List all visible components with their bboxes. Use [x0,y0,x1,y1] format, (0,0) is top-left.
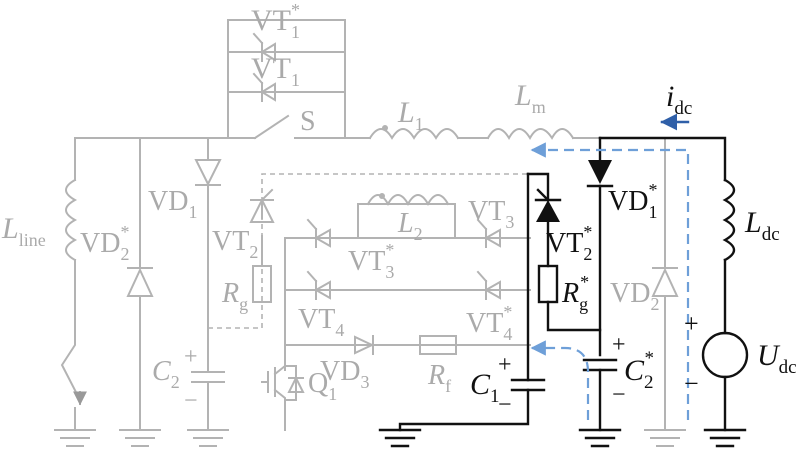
label-l1: L1 [397,96,424,134]
label-c2-star-minus: − [612,382,626,408]
current-paths [530,113,690,420]
label-vd2-star: VD2* [80,222,129,264]
label-vd2: VD2 [610,278,659,314]
label-c2-plus: + [184,344,198,370]
label-udc-minus: − [684,369,699,398]
label-ldc: Ldc [744,206,780,245]
label-idc: idc [666,80,692,119]
label-vd1-star: VD1* [608,180,657,222]
inactive-labels: VT1* VT1 S L1 Lm Lline VD2* VD1 VT2 Rg C… [1,0,659,414]
active-labels: idc VD1* VT2* Rg* Ldc Udc + − C1 + − C2*… [470,80,797,418]
label-vt4-star: VT4* [466,302,512,344]
label-udc-plus: + [684,309,699,338]
label-switch: S [300,106,316,137]
label-c1: C1 [470,368,500,407]
label-c1-plus: + [498,352,512,378]
label-udc: Udc [757,339,797,378]
label-vt4: VT4 [298,304,344,340]
label-c2-minus: − [184,388,198,414]
label-c2-star: C2* [624,348,654,393]
label-rg-star: Rg* [561,272,589,314]
label-vt2: VT2 [212,226,258,262]
label-vt2-star: VT2* [546,222,592,264]
label-lline: Lline [1,212,46,250]
label-vd3: VD3 [320,356,369,392]
label-rf: Rf [427,360,451,396]
label-l2: L2 [397,208,423,244]
label-vt3-star: VT3* [348,240,394,282]
label-lm: Lm [514,79,546,117]
label-vd1: VD1 [148,186,197,222]
label-q1: Q1 [308,368,337,404]
label-rg: Rg [221,278,248,314]
label-c2-star-plus: + [612,332,626,358]
label-vt1: VT1 [251,52,300,90]
active-circuit [378,136,749,448]
label-vt1-star: VT1* [251,0,300,42]
inactive-circuit [54,19,686,447]
label-vt3: VT3 [468,196,514,232]
label-c1-minus: − [498,392,512,418]
label-c2: C2 [152,356,180,392]
